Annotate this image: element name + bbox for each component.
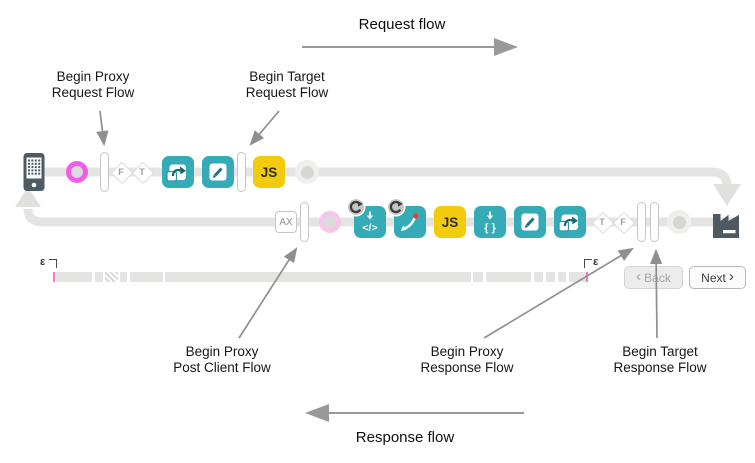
- request-flow-line: [34, 167, 732, 187]
- note-arrow-glyph: [558, 214, 578, 232]
- callout-begin-target-request-flow: Begin Target Request Flow: [245, 69, 329, 100]
- diamond-letter: T: [139, 166, 145, 177]
- replay-badge-icon: [386, 197, 406, 217]
- timeline-segment[interactable]: [534, 272, 543, 282]
- bracket-left: [49, 259, 57, 268]
- service-callout-policy-icon[interactable]: [386, 197, 426, 238]
- callout-begin-proxy-response-flow: Begin Proxy Response Flow: [420, 344, 514, 375]
- response-flow-arrowhead: [15, 187, 41, 207]
- braces-glyph-text: { }: [484, 222, 496, 234]
- timeline-segment[interactable]: [473, 272, 483, 282]
- diamond-letter: F: [620, 216, 626, 227]
- diamond-letter: F: [118, 166, 124, 177]
- timeline-segment[interactable]: [546, 272, 555, 282]
- bracket-right: [584, 259, 592, 268]
- target-request-flow-marker-pill[interactable]: [237, 152, 246, 192]
- back-button-label: Back: [644, 270, 671, 285]
- proxy-request-flow-marker-pill[interactable]: [100, 152, 109, 192]
- response-flow-line: [23, 208, 737, 227]
- extract-variables-policy-icon[interactable]: </>: [346, 197, 386, 238]
- next-chevron-icon: ›: [728, 268, 734, 285]
- timeline-segment[interactable]: [569, 272, 586, 282]
- javascript-policy-icon[interactable]: JS: [253, 156, 285, 188]
- condition-false-diamond-response[interactable]: F: [612, 211, 635, 234]
- request-flow-label: Request flow: [358, 16, 446, 33]
- pencil-glyph: [209, 163, 227, 181]
- back-chevron-icon: ‹: [636, 268, 642, 285]
- callout-begin-proxy-post-client-flow: Begin Proxy Post Client Flow: [173, 344, 271, 375]
- epsilon-marker-left: ε: [40, 256, 46, 268]
- flow-callout-policy-icon-response[interactable]: [554, 206, 586, 238]
- timeline-start-tick: [53, 272, 55, 282]
- code-glyph: </>: [362, 211, 378, 234]
- callout-begin-target-response-flow: Begin Target Response Flow: [613, 344, 707, 375]
- client-request-message-circle[interactable]: [66, 160, 88, 183]
- target-response-flow-marker-pill[interactable]: [650, 202, 659, 242]
- condition-true-diamond[interactable]: T: [131, 161, 154, 184]
- mobile-client-icon[interactable]: [23, 152, 45, 198]
- js-label: JS: [260, 164, 278, 180]
- next-button[interactable]: Next ›: [689, 266, 746, 289]
- request-flow-arrowhead: [713, 184, 741, 206]
- request-transition-circle[interactable]: [295, 160, 319, 184]
- replay-badge-icon: [346, 197, 366, 217]
- post-client-flow-marker-pill[interactable]: [300, 202, 309, 242]
- pencil-glyph: [521, 213, 539, 231]
- assign-message-policy-icon-response[interactable]: [514, 206, 546, 238]
- analytics-ax-node[interactable]: AX: [275, 211, 297, 233]
- response-flow-label: Response flow: [355, 429, 455, 446]
- timeline-segment[interactable]: [95, 272, 103, 282]
- callout-begin-proxy-request-flow: Begin Proxy Request Flow: [51, 69, 135, 100]
- response-transition-circle[interactable]: [667, 210, 691, 234]
- timeline-segment[interactable]: [120, 272, 127, 282]
- code-glyph-text: </>: [362, 222, 377, 234]
- assign-message-policy-icon[interactable]: [202, 156, 234, 188]
- js-label: JS: [441, 214, 459, 230]
- timeline-end-tick: [586, 272, 588, 282]
- json-policy-icon[interactable]: { }: [474, 206, 506, 238]
- proxy-response-flow-marker-pill[interactable]: [637, 202, 646, 242]
- javascript-policy-icon-response[interactable]: JS: [434, 206, 466, 238]
- timeline-segment[interactable]: [486, 272, 531, 282]
- timeline-segment[interactable]: [165, 272, 471, 282]
- timeline-bar[interactable]: [53, 272, 593, 282]
- timeline-hatched-segment[interactable]: [105, 272, 118, 282]
- timeline-segment[interactable]: [130, 272, 163, 282]
- backend-target-factory-icon[interactable]: [710, 205, 742, 244]
- curved-arrow-glyph: [400, 213, 419, 231]
- back-button[interactable]: ‹ Back: [624, 266, 683, 289]
- flow-callout-policy-icon[interactable]: [162, 156, 194, 188]
- condition-true-diamond-response[interactable]: T: [591, 211, 614, 234]
- timeline-segment[interactable]: [56, 272, 92, 282]
- next-button-label: Next: [701, 270, 726, 285]
- timeline-segment[interactable]: [558, 272, 566, 282]
- ax-label: AX: [279, 216, 293, 228]
- client-response-message-circle[interactable]: [319, 210, 341, 233]
- epsilon-marker-right: ε: [593, 256, 599, 268]
- condition-false-diamond[interactable]: F: [110, 161, 133, 184]
- diamond-letter: T: [599, 216, 605, 227]
- braces-glyph: { }: [484, 211, 497, 234]
- note-arrow-glyph: [166, 164, 186, 182]
